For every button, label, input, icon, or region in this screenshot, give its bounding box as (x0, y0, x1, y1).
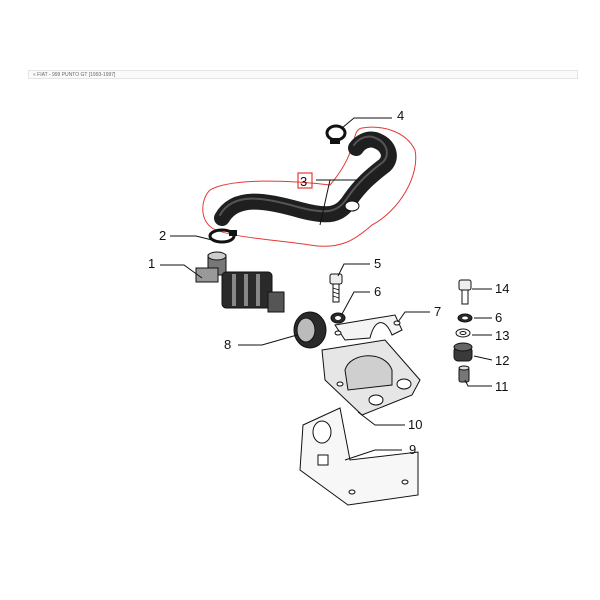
rubber-part-12[interactable] (453, 342, 473, 362)
washer-part-13[interactable] (455, 328, 471, 338)
callout-2[interactable]: 2 (159, 228, 166, 243)
bracket-part-10[interactable] (321, 339, 421, 416)
callout-7[interactable]: 7 (434, 304, 441, 319)
callout-8[interactable]: 8 (224, 337, 231, 352)
callout-6-left[interactable]: 6 (374, 284, 381, 299)
bolt-part-5[interactable] (329, 273, 343, 303)
callout-11[interactable]: 11 (495, 379, 509, 394)
clamp-part-4[interactable] (325, 124, 347, 144)
callout-12[interactable]: 12 (495, 353, 509, 368)
callout-1[interactable]: 1 (148, 256, 155, 271)
callout-4[interactable]: 4 (397, 108, 404, 123)
plate-part-9[interactable] (299, 407, 419, 506)
callout-6-right[interactable]: 6 (495, 310, 502, 325)
leader-lines (160, 117, 493, 461)
clamp-part-2[interactable] (208, 228, 237, 244)
callout-10[interactable]: 10 (408, 417, 422, 432)
callout-3[interactable]: 3 (300, 174, 307, 189)
callout-5[interactable]: 5 (374, 256, 381, 271)
sleeve-part-8[interactable] (293, 311, 327, 349)
spacer-part-11[interactable] (458, 365, 470, 383)
washer-part-6-left[interactable] (330, 312, 346, 324)
breadcrumb[interactable]: « FIAT - 999 PUNTO GT [1993-1997] (28, 70, 578, 79)
callout-13[interactable]: 13 (495, 328, 509, 343)
bolt-part-14[interactable] (458, 279, 472, 305)
hose-part[interactable] (214, 131, 397, 226)
callout-3-box (297, 172, 313, 189)
callout-9[interactable]: 9 (409, 442, 416, 457)
washer-part-6-right[interactable] (457, 313, 473, 323)
breadcrumb-text: « FIAT - 999 PUNTO GT [1993-1997] (33, 72, 116, 78)
callout-14[interactable]: 14 (495, 281, 509, 296)
valve-part-1[interactable] (195, 251, 285, 313)
